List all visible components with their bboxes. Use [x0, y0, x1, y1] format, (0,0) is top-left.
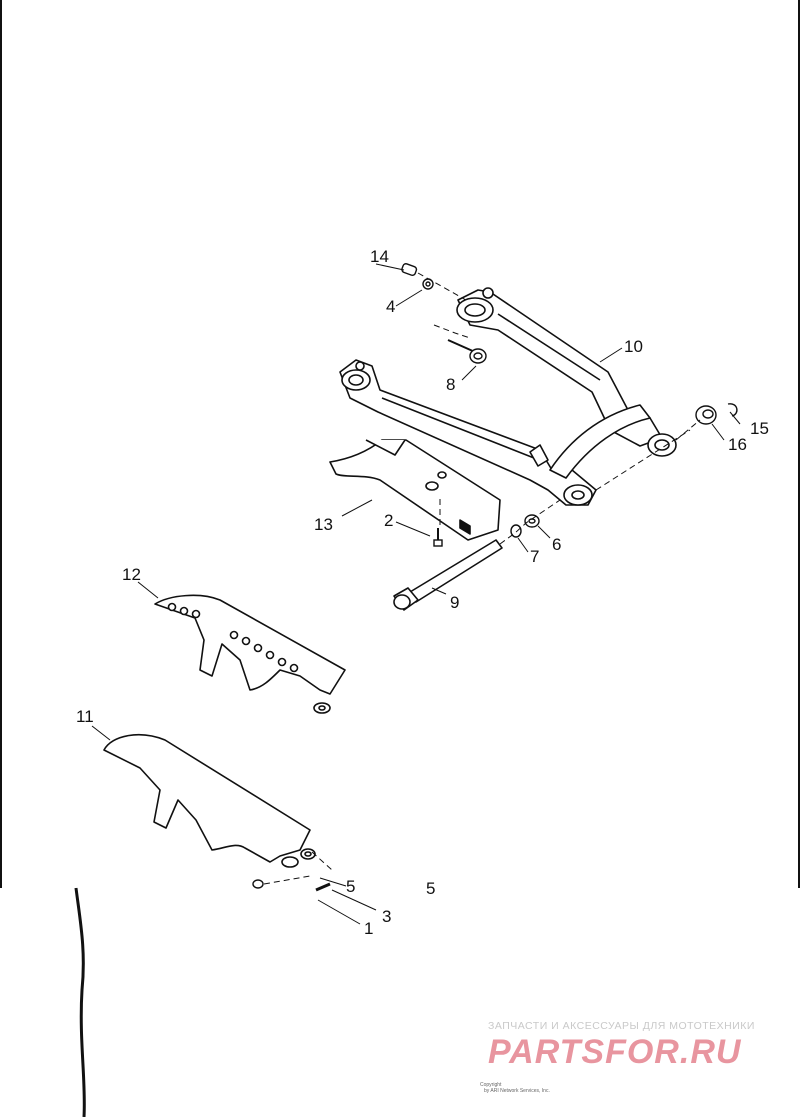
swingarm	[339, 287, 677, 506]
pivot-bolt	[393, 539, 503, 611]
callout-1: 1	[364, 919, 373, 938]
leader-lines	[91, 263, 741, 925]
watermark-tagline: ЗАПЧАСТИ И АКСЕССУАРЫ ДЛЯ МОТОТЕХНИКИ	[488, 1020, 755, 1032]
callout-11: 11	[76, 707, 94, 726]
watermark-logo-parts: PARTS	[488, 1033, 606, 1071]
hardware	[252, 263, 738, 892]
copyright-line-1: Copyright	[480, 1082, 502, 1088]
watermark-logo-ru: .RU	[679, 1033, 742, 1071]
guide-lines	[263, 272, 701, 885]
callout-5-left: 5	[346, 877, 355, 896]
chain-guard-lower	[103, 734, 316, 868]
callout-4: 4	[386, 297, 395, 316]
callout-14: 14	[370, 247, 389, 266]
callout-9: 9	[450, 593, 459, 612]
callout-15: 15	[750, 419, 769, 438]
watermark-logo: PARTSFOR.RU	[488, 1033, 793, 1072]
callout-10: 10	[624, 337, 643, 356]
callout-16: 16	[728, 435, 747, 454]
callout-5-right: 5	[426, 879, 435, 898]
callout-6: 6	[552, 535, 561, 554]
chain-guard-upper	[154, 594, 346, 714]
callout-8: 8	[446, 375, 455, 394]
watermark-logo-for: FOR	[605, 1033, 680, 1071]
callout-2: 2	[384, 511, 393, 530]
callout-7: 7	[530, 547, 539, 566]
callout-13: 13	[314, 515, 333, 534]
copyright-notice: Copyright by ARI Network Services, Inc.	[474, 1082, 594, 1094]
chain-guard-bracket	[329, 439, 501, 541]
callout-3: 3	[382, 907, 391, 926]
callout-12: 12	[122, 565, 141, 584]
copyright-line-2: by ARI Network Services, Inc.	[484, 1088, 550, 1094]
callout-labels: 14 4 10 8 15 16 6 7 9 13 2 12 11 5 5 3 1	[76, 247, 769, 938]
